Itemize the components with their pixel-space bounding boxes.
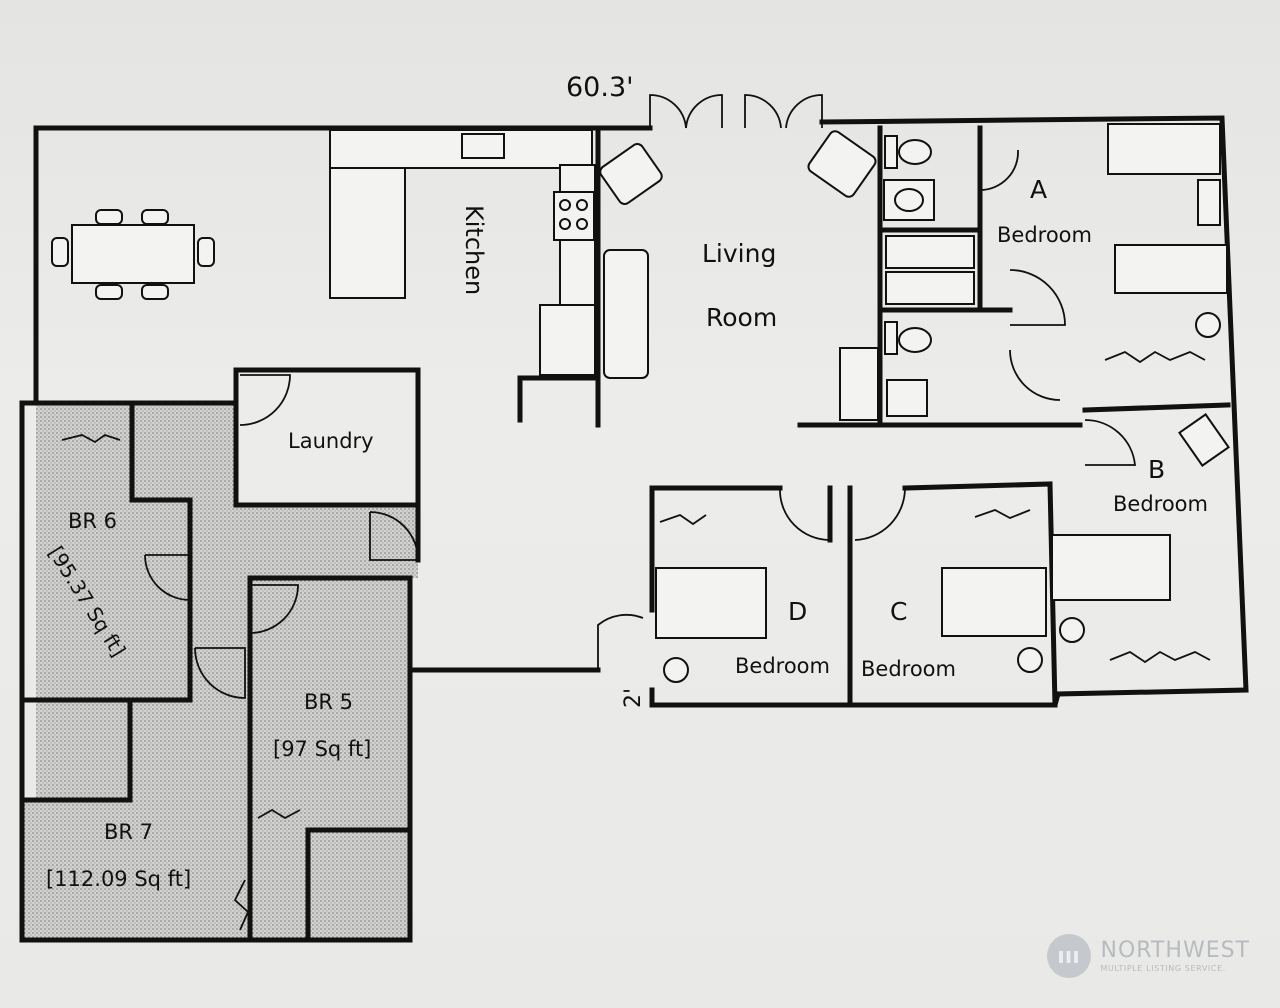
shaded-bedroom-wing bbox=[22, 403, 418, 940]
bedroom-d-letter: D bbox=[788, 597, 807, 626]
nwmls-logo-icon: ııı bbox=[1046, 934, 1091, 978]
bedroom-c-letter: C bbox=[890, 597, 907, 626]
br5-area: [97 Sq ft] bbox=[273, 737, 371, 761]
kitchen-label: Kitchen bbox=[460, 205, 488, 295]
bedroom-b-label: Bedroom bbox=[1113, 492, 1208, 516]
interior-walls bbox=[19, 125, 1231, 943]
watermark-brand: NORTHWEST bbox=[1100, 937, 1250, 963]
bedroom-a-label: Bedroom bbox=[997, 223, 1092, 247]
width-dimension-label: 60.3' bbox=[566, 72, 634, 103]
living-room-label-line1: Living bbox=[702, 239, 776, 268]
laundry-label: Laundry bbox=[288, 429, 374, 453]
doors bbox=[61, 94, 1211, 931]
dining-table bbox=[51, 209, 215, 300]
bedroom-b-letter: B bbox=[1148, 455, 1165, 484]
br6-name: BR 6 bbox=[68, 509, 117, 533]
living-furniture bbox=[599, 130, 877, 379]
bathroom-fixtures bbox=[839, 135, 975, 421]
beds bbox=[655, 123, 1230, 683]
nwmls-watermark: ııı NORTHWEST MULTIPLE LISTING SERVICE. bbox=[1046, 934, 1251, 978]
bedroom-c-label: Bedroom bbox=[861, 657, 956, 681]
br7-area: [112.09 Sq ft] bbox=[46, 867, 191, 891]
bedroom-a-letter: A bbox=[1030, 175, 1047, 204]
exterior-walls bbox=[19, 115, 1249, 943]
living-room-label-line2: Room bbox=[706, 303, 777, 332]
bedroom-d-label: Bedroom bbox=[735, 654, 830, 678]
kitchen-fixtures bbox=[329, 129, 596, 376]
watermark-tagline: MULTIPLE LISTING SERVICE. bbox=[1100, 963, 1226, 973]
step-dimension-label: 2' bbox=[621, 688, 646, 708]
br5-name: BR 5 bbox=[304, 690, 353, 714]
br7-name: BR 7 bbox=[104, 820, 153, 844]
